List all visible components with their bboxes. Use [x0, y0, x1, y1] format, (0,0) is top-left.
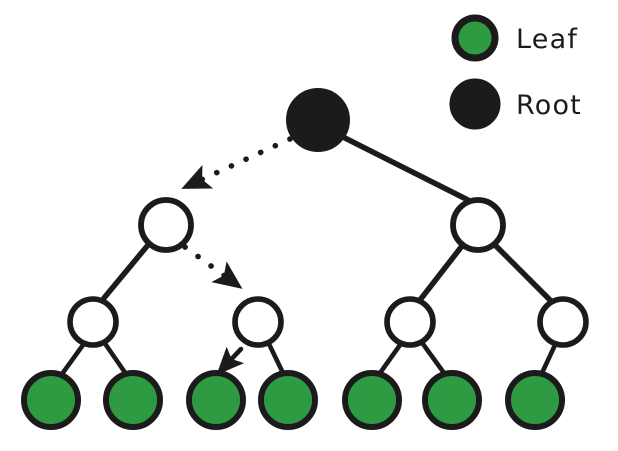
root-swatch-icon — [449, 78, 501, 130]
edge-n3c-leaf6 — [420, 341, 447, 376]
leaf-node-5[interactable] — [342, 370, 402, 430]
edge-group-solid — [101, 134, 554, 304]
legend-label-root: Root — [516, 90, 582, 121]
legend: Leaf Root — [449, 14, 582, 130]
leaf-node-3[interactable] — [186, 370, 246, 430]
leaf-node-7[interactable] — [505, 370, 565, 430]
legend-item-root[interactable]: Root — [449, 78, 582, 130]
edge-n3a-leaf2 — [103, 342, 129, 377]
edge-n2r-n3d — [492, 242, 554, 304]
edge-n3c-leaf5 — [377, 342, 403, 376]
internal-node-2r[interactable] — [450, 197, 506, 253]
root-node[interactable] — [286, 88, 350, 152]
edge-group-leaf — [59, 341, 558, 377]
arrow-n3b-to-leaf3 — [216, 346, 245, 376]
internal-node-3d[interactable] — [537, 296, 589, 348]
internal-node-3a[interactable] — [67, 296, 119, 348]
edge-n2l-n3a — [101, 242, 151, 301]
internal-node-group-level3 — [67, 296, 589, 348]
leaf-node-2[interactable] — [103, 370, 163, 430]
legend-item-leaf[interactable]: Leaf — [451, 14, 578, 62]
arrow-n2l-to-n3b — [182, 244, 243, 289]
leaf-node-1[interactable] — [21, 370, 81, 430]
edge-n3a-leaf1 — [59, 342, 86, 377]
arrow-root-to-n2l — [181, 136, 293, 189]
internal-node-3c[interactable] — [384, 296, 436, 348]
leaf-node-group — [21, 370, 565, 430]
leaf-node-6[interactable] — [422, 370, 482, 430]
edge-root-n2r — [340, 134, 471, 203]
arrow-group-solid — [216, 346, 245, 376]
legend-label-leaf: Leaf — [516, 24, 578, 55]
edge-n2r-n3c — [417, 243, 465, 303]
arrow-group-dotted — [181, 136, 293, 289]
edge-n3b-leaf4 — [266, 341, 286, 376]
leaf-swatch-icon — [451, 14, 499, 62]
leaf-node-4[interactable] — [258, 370, 318, 430]
edge-n3d-leaf7 — [539, 342, 558, 376]
internal-node-group-level2 — [138, 197, 506, 253]
internal-node-2l[interactable] — [138, 197, 194, 253]
internal-node-3b[interactable] — [232, 296, 284, 348]
